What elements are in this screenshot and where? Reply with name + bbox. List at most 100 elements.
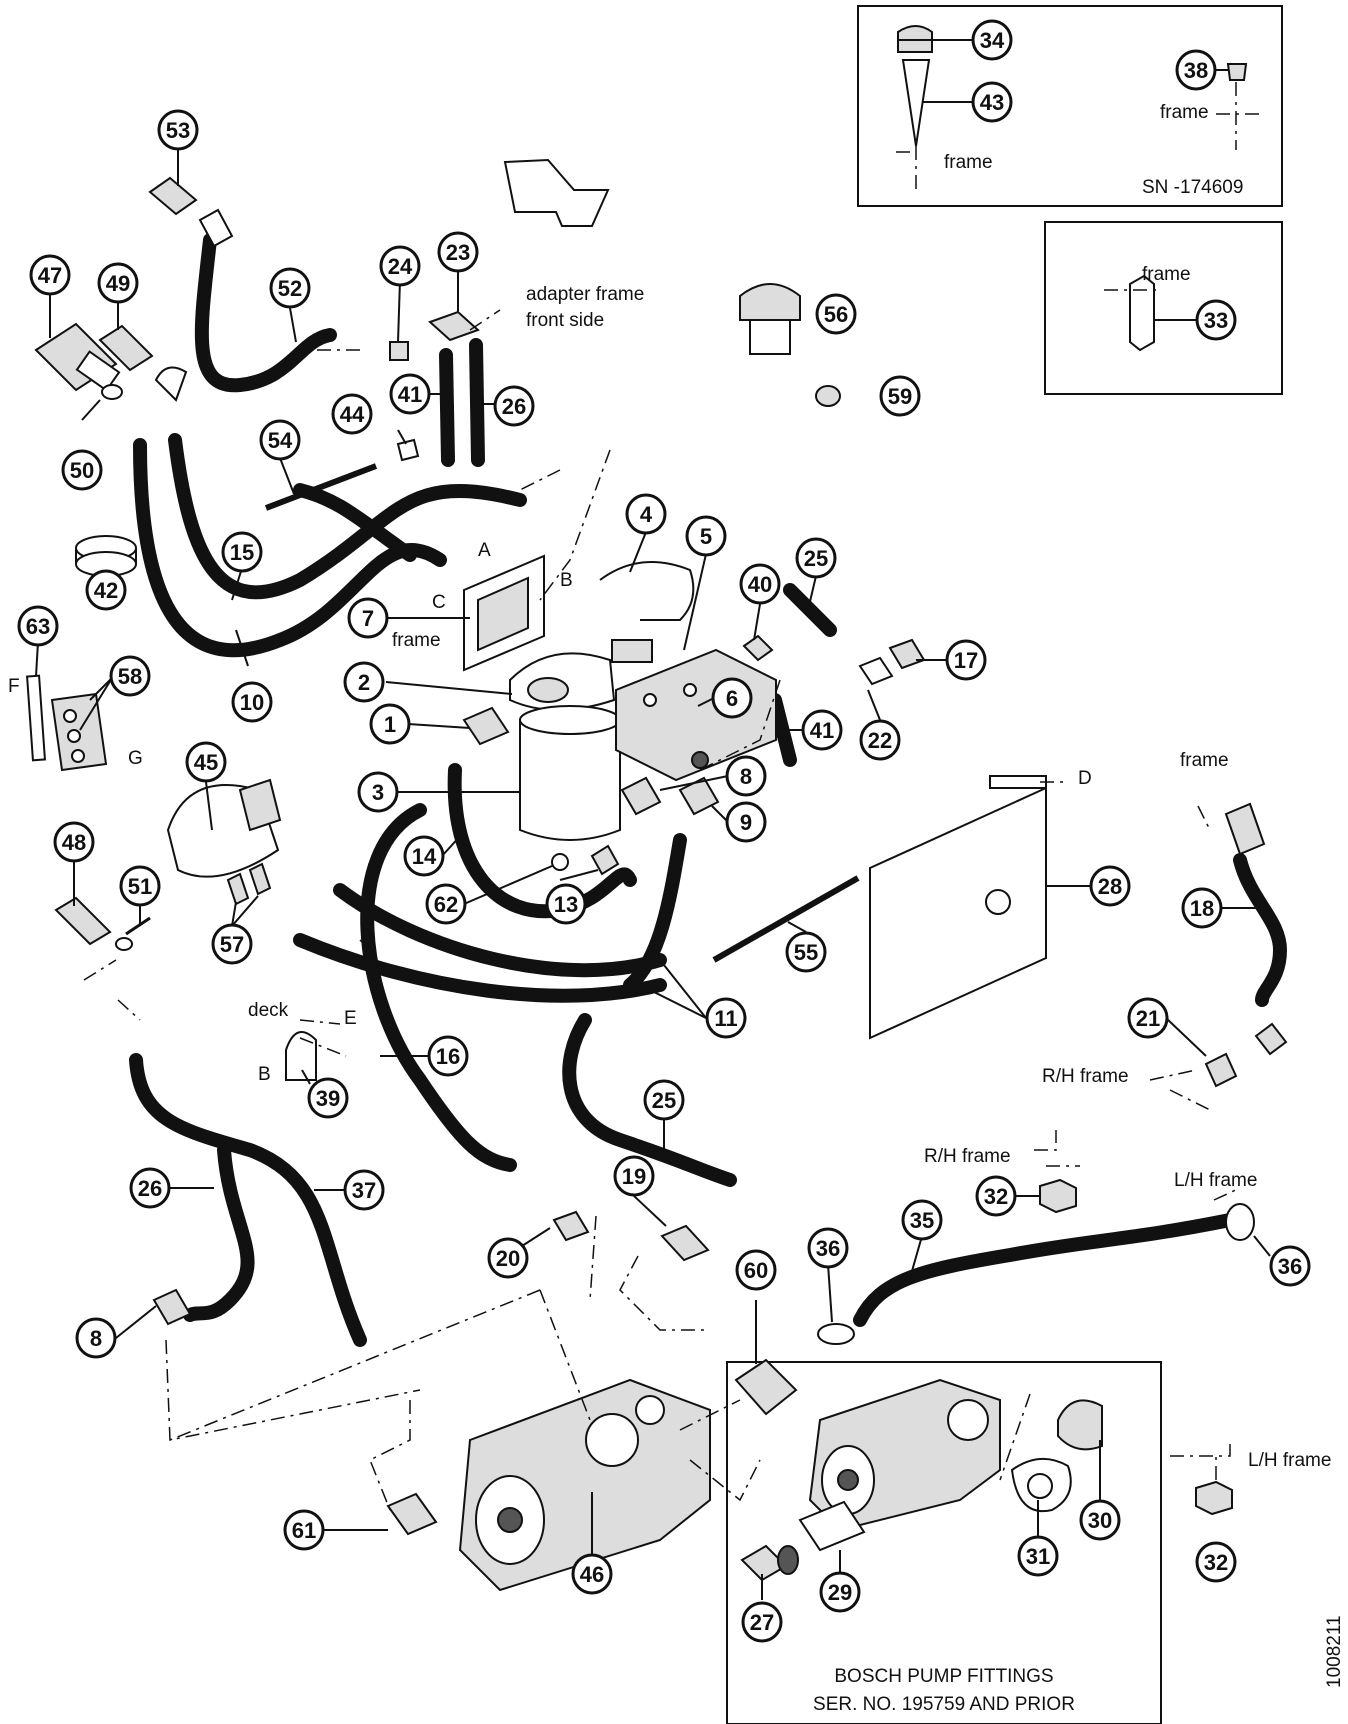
- drawing-number: 1008211: [1324, 1615, 1345, 1688]
- callout-number: 8: [740, 764, 752, 789]
- callout-number: 36: [816, 1236, 840, 1261]
- callout-circle: [389, 373, 431, 415]
- lh-frame-label-36: L/H frame: [1174, 1170, 1257, 1191]
- callout-number: 42: [94, 578, 118, 603]
- callout-number: 41: [398, 382, 422, 407]
- callout-circle: [259, 419, 301, 461]
- frame-label-inset-33: frame: [1142, 264, 1191, 285]
- callout-circle: [379, 245, 421, 287]
- callout-circle: [971, 81, 1013, 123]
- callout-circle: [971, 19, 1013, 61]
- callout-number: 30: [1088, 1508, 1112, 1533]
- callout-c26a: 26: [493, 385, 535, 427]
- callout-c57: 57: [211, 923, 253, 965]
- callout-c36a: 36: [807, 1227, 849, 1269]
- callout-number: 33: [1204, 308, 1228, 333]
- callout-c9: 9: [725, 801, 767, 843]
- callout-circle: [643, 1079, 685, 1121]
- frame-label-inset-34: frame: [944, 152, 993, 173]
- callout-circle: [945, 639, 987, 681]
- callout-circle: [1017, 1535, 1059, 1577]
- callout-c13: 13: [545, 883, 587, 925]
- callout-circle: [185, 741, 227, 783]
- callout-c36b: 36: [1269, 1245, 1311, 1287]
- callout-number: 3: [372, 780, 384, 805]
- callout-c1: 1: [369, 703, 411, 745]
- letter-a: A: [478, 540, 491, 561]
- callout-circle: [211, 923, 253, 965]
- callout-circle: [725, 801, 767, 843]
- callout-circle: [231, 681, 273, 723]
- callout-number: 21: [1136, 1006, 1160, 1031]
- callout-number: 63: [26, 614, 50, 639]
- callout-c59: 59: [879, 375, 921, 417]
- callout-c32a: 32: [975, 1175, 1017, 1217]
- callout-c27: 27: [741, 1601, 783, 1643]
- callout-number: 41: [810, 718, 834, 743]
- callout-number: 26: [138, 1176, 162, 1201]
- callout-number: 49: [106, 271, 130, 296]
- callout-number: 46: [580, 1562, 604, 1587]
- callout-circle: [807, 1227, 849, 1269]
- callout-c25a: 25: [795, 537, 837, 579]
- callout-number: 38: [1184, 58, 1208, 83]
- callout-circle: [437, 231, 479, 273]
- callout-circle: [97, 262, 139, 304]
- callout-c8a: 8: [725, 755, 767, 797]
- callout-circle: [487, 1237, 529, 1279]
- callout-number: 4: [640, 502, 653, 527]
- callout-c10: 10: [231, 681, 273, 723]
- text-labels: adapter frame front side frame frame R/H…: [8, 284, 1345, 1688]
- callout-c29: 29: [819, 1571, 861, 1613]
- callout-circle: [613, 1155, 655, 1197]
- callout-circle: [343, 1169, 385, 1211]
- callout-circle: [859, 719, 901, 761]
- callout-c32b: 32: [1195, 1541, 1237, 1583]
- callout-c46: 46: [571, 1553, 613, 1595]
- callout-c31: 31: [1017, 1535, 1059, 1577]
- letter-b: B: [560, 570, 573, 591]
- callout-c42: 42: [85, 569, 127, 611]
- callout-number: 58: [118, 664, 142, 689]
- callout-c19: 19: [613, 1155, 655, 1197]
- callout-number: 27: [750, 1610, 774, 1635]
- callout-number: 45: [194, 750, 218, 775]
- callout-c63: 63: [17, 605, 59, 647]
- callout-circle: [343, 661, 385, 703]
- callout-c6: 6: [711, 677, 753, 719]
- callout-number: 28: [1098, 874, 1122, 899]
- callout-number: 32: [984, 1184, 1008, 1209]
- callout-number: 60: [744, 1258, 768, 1283]
- callout-circle: [1079, 1499, 1121, 1541]
- callout-circle: [119, 865, 161, 907]
- callout-circle: [1269, 1245, 1311, 1287]
- callout-number: 32: [1204, 1550, 1228, 1575]
- rh-frame-label-21: R/H frame: [1042, 1066, 1129, 1087]
- callout-circle: [17, 605, 59, 647]
- callout-c15: 15: [221, 531, 263, 573]
- callout-circle: [307, 1077, 349, 1119]
- callout-c30: 30: [1079, 1499, 1121, 1541]
- callout-circle: [571, 1553, 613, 1595]
- callout-number: 22: [868, 728, 892, 753]
- callout-c62: 62: [425, 883, 467, 925]
- callout-number: 31: [1026, 1544, 1050, 1569]
- callout-number: 37: [352, 1178, 376, 1203]
- frame-label-main: frame: [392, 630, 441, 651]
- bosch-fittings-serial: SER. NO. 195759 AND PRIOR: [813, 1694, 1075, 1715]
- callout-c53: 53: [157, 109, 199, 151]
- callout-number: 1: [384, 712, 396, 737]
- callout-circle: [493, 385, 535, 427]
- callout-c18: 18: [1181, 887, 1223, 929]
- callout-c24: 24: [379, 245, 421, 287]
- callout-c58: 58: [109, 655, 151, 697]
- callout-circle: [425, 883, 467, 925]
- callout-c2: 2: [343, 661, 385, 703]
- callout-c23: 23: [437, 231, 479, 273]
- callout-c8b: 8: [75, 1317, 117, 1359]
- callout-circle: [1195, 1541, 1237, 1583]
- callout-circle: [331, 393, 373, 435]
- callout-circle: [157, 109, 199, 151]
- callout-circle: [357, 771, 399, 813]
- callout-c41b: 41: [801, 709, 843, 751]
